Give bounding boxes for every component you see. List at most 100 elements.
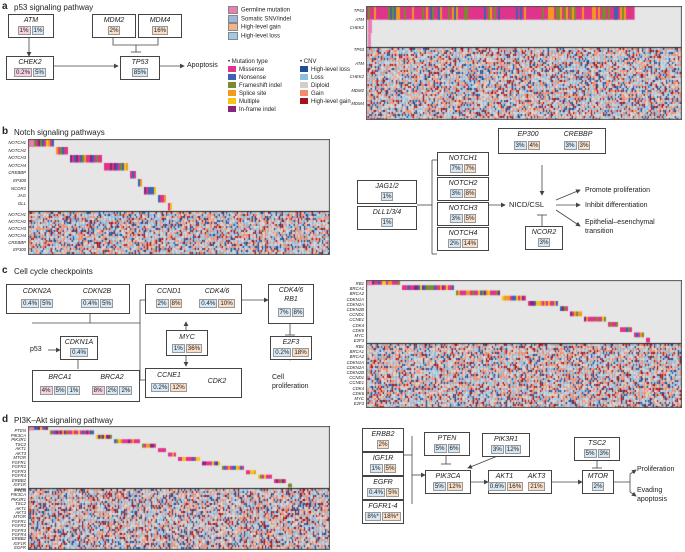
heatmap-row-label: NOTCH1 — [8, 140, 26, 145]
heatmap-row-label: CCND1 — [349, 312, 364, 318]
somatic-value: 3% — [449, 189, 463, 198]
heatmap-row-label: CDKN2B — [346, 307, 364, 312]
somatic-value: 2% — [591, 482, 605, 491]
gene-name: MTOR — [587, 473, 609, 480]
somatic-value: 0.4% — [366, 488, 386, 497]
heatmap-row-label: BRCA2 — [349, 354, 364, 360]
heatmap-b — [28, 139, 330, 255]
gene-name: ERBB2 — [371, 431, 395, 438]
gene-box-tp53: TP53 85% — [120, 56, 160, 80]
gene-name: MDM4 — [149, 17, 171, 24]
outcome-transition: transition — [585, 228, 614, 235]
outcome-proliferation: Promote proliferation — [585, 187, 650, 194]
somatic-value: 5% — [583, 449, 597, 458]
somatic-value: 5% — [53, 386, 67, 395]
gene-name: CDK4/6 — [204, 288, 230, 295]
gene-box-pik3ca: PIK3CA 5%12% — [425, 470, 471, 494]
gene-box-erbb2: ERBB2 2% — [362, 428, 404, 452]
gene-name: NOTCH1 — [448, 155, 478, 162]
outcome-evading: Evading — [637, 487, 663, 494]
heatmap-row-label: CDK4 — [352, 322, 364, 328]
input-p53: p53 — [30, 346, 42, 353]
somatic-value: 1% — [380, 192, 394, 201]
heatmap-row-label: FGFR4 — [11, 473, 26, 478]
heatmap-row-label: CREBBP — [8, 170, 26, 176]
gain-value: 3% — [577, 141, 591, 150]
heatmap-row-label: TSC2 — [15, 501, 26, 507]
gain-value: 16% — [506, 482, 524, 491]
somatic-value: 1% — [380, 218, 394, 227]
panel-b-letter: b — [2, 126, 9, 137]
heatmap-row-label: CREBBP — [8, 240, 26, 245]
heatmap-row-label: AKT3 — [15, 510, 26, 515]
heatmap-a-canvas — [366, 6, 682, 120]
somatic-value: 1% — [31, 26, 45, 35]
gene-box-cdkn1a: CDKN1A 0.4% — [60, 336, 98, 360]
heatmap-row-label: CDKN2B — [346, 370, 364, 375]
gain-value: 7% — [463, 164, 477, 173]
gene-name: CCND1 — [156, 288, 182, 295]
somatic-value: 3% — [537, 238, 551, 247]
somatic-value: 8%* — [365, 512, 381, 521]
somatic-value: 0.2% — [273, 348, 292, 357]
swatch-icon — [228, 23, 238, 32]
heatmap-row-label: NCOR2 — [10, 185, 26, 191]
gene-name: E2F3 — [282, 339, 300, 346]
loss-value: 5% — [100, 299, 114, 308]
gain-value: 21% — [528, 482, 545, 491]
gene-box-mtor: MTOR 2% — [582, 470, 614, 494]
gene-box-tsc2: TSC2 5%3% — [574, 437, 620, 461]
heatmap-row-label: CDKN2A — [346, 301, 364, 307]
heatmap-row-label: EGFR — [14, 486, 26, 492]
gene-name: MYC — [179, 334, 195, 341]
gene-box-ep300-crebbp: EP300 3%4% CREBBP 3%3% — [498, 128, 606, 154]
somatic-value: 85% — [131, 68, 149, 77]
somatic-value: 5% — [33, 68, 47, 77]
heatmap-c — [366, 280, 682, 408]
swatch-icon — [300, 82, 308, 89]
heatmap-row-label: FGFR2 — [11, 523, 26, 529]
heatmap-row-label: PIK3CA — [10, 432, 26, 438]
outcome-emt: Epithelial–esenchymal — [585, 219, 655, 226]
heatmap-row-label: CDKN1A — [346, 296, 364, 302]
heatmap-row-label: ATM — [355, 60, 364, 66]
panel-c-letter: c — [2, 265, 8, 276]
gene-name: EP300 — [517, 131, 539, 138]
gene-name: JAG1/2 — [375, 183, 399, 190]
heatmap-row-label: NOTCH3 — [8, 226, 26, 231]
heatmap-row-label: FGFR2 — [11, 464, 26, 469]
heatmap-d — [28, 426, 330, 550]
heatmap-row-label: AKT3 — [15, 450, 26, 456]
gene-box-ccnd1-cdk46: CCND1 2%8% CDK4/6 0.4%10% — [145, 284, 242, 314]
heatmap-row-label: E2F3 — [353, 401, 364, 407]
heatmap-row-label: ERBB2 — [11, 536, 26, 542]
gene-name: NCOR2 — [531, 229, 557, 236]
swatch-icon — [300, 74, 308, 81]
heatmap-row-label: FGFR4 — [11, 532, 26, 537]
outcome-differentiation: Inhibit differentiation — [585, 202, 648, 209]
panel-a-letter: a — [2, 1, 8, 12]
gene-box-notch4: NOTCH4 2%14% — [437, 227, 489, 251]
gene-box-e2f3: E2F3 0.2%18% — [270, 336, 312, 360]
gain-value: 4% — [527, 141, 541, 150]
somatic-value: 2% — [105, 386, 119, 395]
heatmap-row-label: IGF1R — [13, 540, 26, 546]
heatmap-row-label: BRCA1 — [349, 286, 364, 292]
gene-name: CREBBP — [563, 131, 593, 138]
heatmap-row-label: NOTCH2 — [8, 147, 26, 153]
gene-box-cdkn2: CDKN2A 0.4%5% CDKN2B 0.4%5% — [6, 284, 130, 314]
gain-value: 10% — [218, 299, 235, 308]
somatic-value: 0.4% — [20, 299, 40, 308]
heatmap-row-label: DLL — [18, 200, 26, 206]
panel-a-title: p53 signaling pathway — [14, 3, 94, 12]
gene-box-atm: ATM 1%1% — [8, 14, 54, 38]
germline-value: 1% — [17, 26, 31, 35]
gene-name: PIK3R1 — [493, 436, 519, 443]
loss-value: 6% — [447, 444, 461, 453]
panel-d-letter: d — [2, 414, 9, 425]
heatmap-row-label: AKT1 — [15, 505, 26, 511]
heatmap-row-label: PIK3R1 — [11, 496, 26, 502]
heatmap-row-label: CCNE1 — [349, 380, 364, 386]
gene-name: CDKN2A — [22, 288, 52, 295]
legend-mutation-type: • Mutation type Missense Nonsense Frames… — [228, 59, 282, 113]
